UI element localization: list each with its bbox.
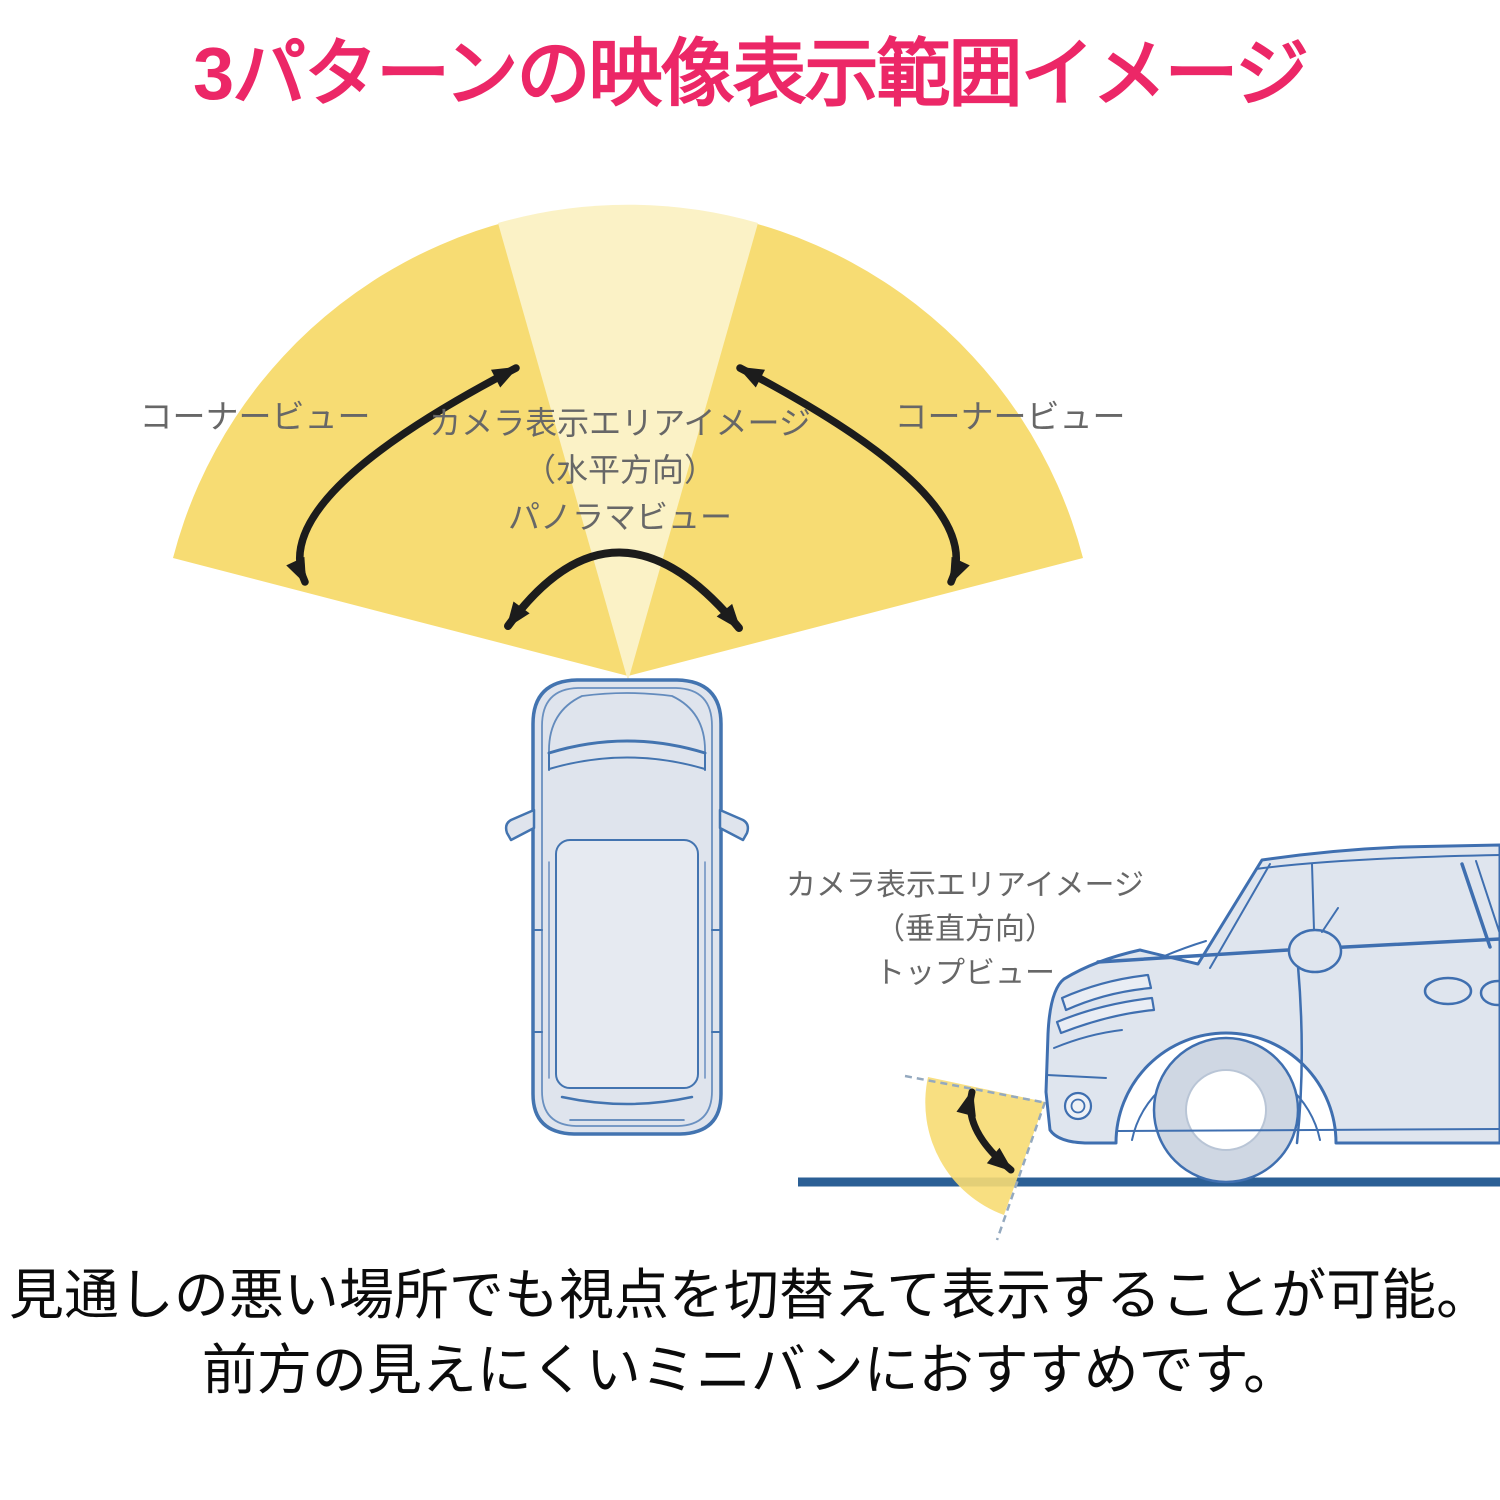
horizontal-area-label: カメラ表示エリアイメージ （水平方向） パノラマビュー (420, 400, 820, 541)
car-door-handle-front (1423, 976, 1473, 1006)
car-wheel-hub (1185, 1069, 1267, 1151)
horizontal-area-label-line1: カメラ表示エリアイメージ (429, 405, 811, 441)
car-fog-lamp-inner (1070, 1098, 1086, 1114)
vertical-area-label: カメラ表示エリアイメージ （垂直方向） トップビュー (765, 864, 1165, 996)
fan-center-wedge (498, 204, 758, 682)
vertical-area-label-line1: カメラ表示エリアイメージ (786, 869, 1144, 902)
car-sill-line (1117, 1128, 1500, 1132)
car-door-seam (1295, 964, 1303, 1145)
car-bumper-crease (1046, 1074, 1107, 1079)
van-side-rails (548, 861, 706, 1079)
description-line1: 見通しの悪い場所でも視点を切替えて表示することが可能。 (8, 1264, 1492, 1326)
vertical-area-label-line3: トップビュー (875, 957, 1055, 990)
car-mirror-arm (1311, 863, 1339, 933)
vertical-fov-arrow (956, 1088, 1015, 1174)
van-a-pillars (548, 692, 706, 754)
van-windshield-lower (548, 752, 706, 771)
corner-view-label-right: コーナービュー (894, 398, 1126, 435)
fov-arrows (286, 364, 970, 632)
car-body-outline (1044, 843, 1500, 1145)
van-roof-panel (555, 839, 699, 1089)
car-roof-channel (1255, 854, 1500, 870)
car-grille-line (1053, 1029, 1123, 1049)
vertical-fov-wedge (904, 1074, 1069, 1241)
description-text: 見通しの悪い場所でも視点を切替えて表示することが可能。 前方の見えにくいミニバン… (0, 1258, 1500, 1408)
car-headlight-upper (1060, 973, 1153, 1012)
van-mirror-left (504, 808, 536, 842)
horizontal-area-label-line3: パノラマビュー (507, 499, 732, 535)
car-side-mirror (1287, 928, 1343, 974)
corner-view-label-left: コーナービュー (139, 398, 371, 435)
car-b-pillar-inner (1475, 860, 1500, 935)
panorama-view-arrow (504, 548, 743, 632)
car-fog-lamp (1063, 1091, 1093, 1121)
van-mirror-right (718, 808, 750, 842)
van-door-seams (532, 929, 722, 1033)
van-windshield-upper (547, 739, 707, 755)
car-side-view (1044, 843, 1500, 1184)
wedge-boundary-dashes (904, 1074, 1069, 1241)
corner-view-arrow-left (286, 364, 520, 586)
car-headlight-lower (1055, 996, 1156, 1035)
car-cowl-line (1161, 940, 1207, 958)
vertical-area-label-line2: （垂直方向） (875, 913, 1055, 946)
car-b-pillar (1460, 862, 1492, 949)
van-rear-window (560, 1095, 694, 1106)
horizontal-area-label-line2: （水平方向） (523, 452, 716, 488)
van-body-inner-line (541, 687, 713, 1127)
car-door-handle-rear (1479, 979, 1500, 1007)
car-a-pillar-inner (1209, 863, 1271, 969)
page-title: 3パターンの映像表示範囲イメージ (193, 32, 1309, 115)
minivan-top-view (504, 678, 750, 1136)
corner-view-arrow-right (736, 364, 970, 586)
description-line2: 前方の見えにくいミニバンにおすすめです。 (201, 1338, 1299, 1401)
